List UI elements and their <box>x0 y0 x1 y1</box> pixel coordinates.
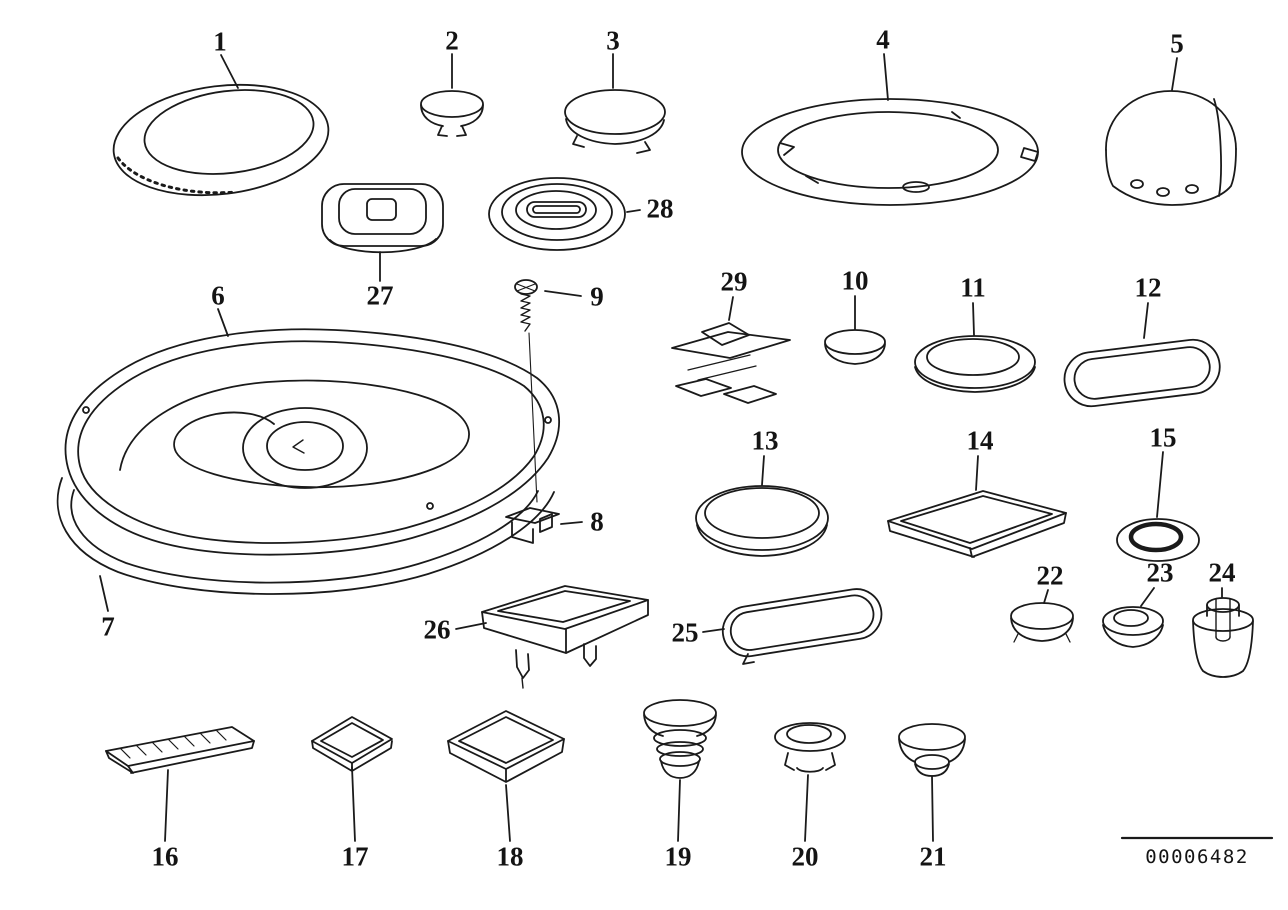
part-label-24: 24 <box>1208 557 1236 588</box>
part-21-drawing <box>898 723 966 842</box>
part-28-drawing <box>488 177 641 251</box>
part-label-10: 10 <box>841 265 869 296</box>
part-label-9: 9 <box>590 281 604 312</box>
part-label-5: 5 <box>1170 28 1184 59</box>
part-27-drawing <box>321 183 444 282</box>
part-label-8: 8 <box>590 506 604 537</box>
part-20-drawing <box>774 722 846 842</box>
part-14-drawing <box>887 455 1067 558</box>
part-16-drawing <box>105 726 255 842</box>
part-22-drawing <box>1010 589 1074 643</box>
part-label-22: 22 <box>1036 560 1064 591</box>
part-label-28: 28 <box>646 193 674 224</box>
part-label-1: 1 <box>213 26 227 57</box>
part-25-drawing <box>702 588 883 665</box>
part-label-27: 27 <box>366 280 394 311</box>
part-19-drawing <box>643 699 717 842</box>
part-label-15: 15 <box>1149 422 1177 453</box>
part-6-drawing <box>64 308 561 556</box>
part-label-17: 17 <box>341 841 369 872</box>
part-23-drawing <box>1102 587 1164 648</box>
part-10-drawing <box>824 295 886 365</box>
part-label-3: 3 <box>606 25 620 56</box>
part-2-drawing <box>420 53 484 137</box>
part-24-drawing <box>1192 587 1254 678</box>
part-label-25: 25 <box>671 617 699 648</box>
part-3-drawing <box>564 53 666 154</box>
part-7-drawing <box>56 477 555 612</box>
part-13-drawing <box>695 455 829 557</box>
part-15-drawing <box>1116 451 1200 562</box>
part-label-6: 6 <box>211 280 225 311</box>
part-label-18: 18 <box>496 841 524 872</box>
drawing-number: 00006482 <box>1145 846 1249 868</box>
part-18-drawing <box>447 710 565 842</box>
part-5-drawing <box>1105 57 1237 206</box>
part-label-26: 26 <box>423 614 451 645</box>
part-label-13: 13 <box>751 425 779 456</box>
part-9-drawing <box>514 279 582 332</box>
part-4-drawing <box>741 53 1039 206</box>
part-label-14: 14 <box>966 425 994 456</box>
part-8-drawing <box>505 507 583 544</box>
part-label-21: 21 <box>919 841 947 872</box>
part-label-7: 7 <box>101 611 115 642</box>
part-26-drawing <box>455 585 649 689</box>
part-label-11: 11 <box>960 272 986 303</box>
part-label-16: 16 <box>151 841 179 872</box>
part-label-4: 4 <box>876 24 890 55</box>
part-label-23: 23 <box>1146 557 1174 588</box>
part-label-12: 12 <box>1134 272 1162 303</box>
part-1-drawing <box>112 54 330 197</box>
part-29-drawing <box>671 296 791 404</box>
part-11-drawing <box>914 302 1036 393</box>
part-label-20: 20 <box>791 841 819 872</box>
part-17-drawing <box>311 716 393 842</box>
part-label-2: 2 <box>445 25 459 56</box>
part-12-drawing <box>1063 302 1221 408</box>
part-label-29: 29 <box>720 266 748 297</box>
part-label-19: 19 <box>664 841 692 872</box>
